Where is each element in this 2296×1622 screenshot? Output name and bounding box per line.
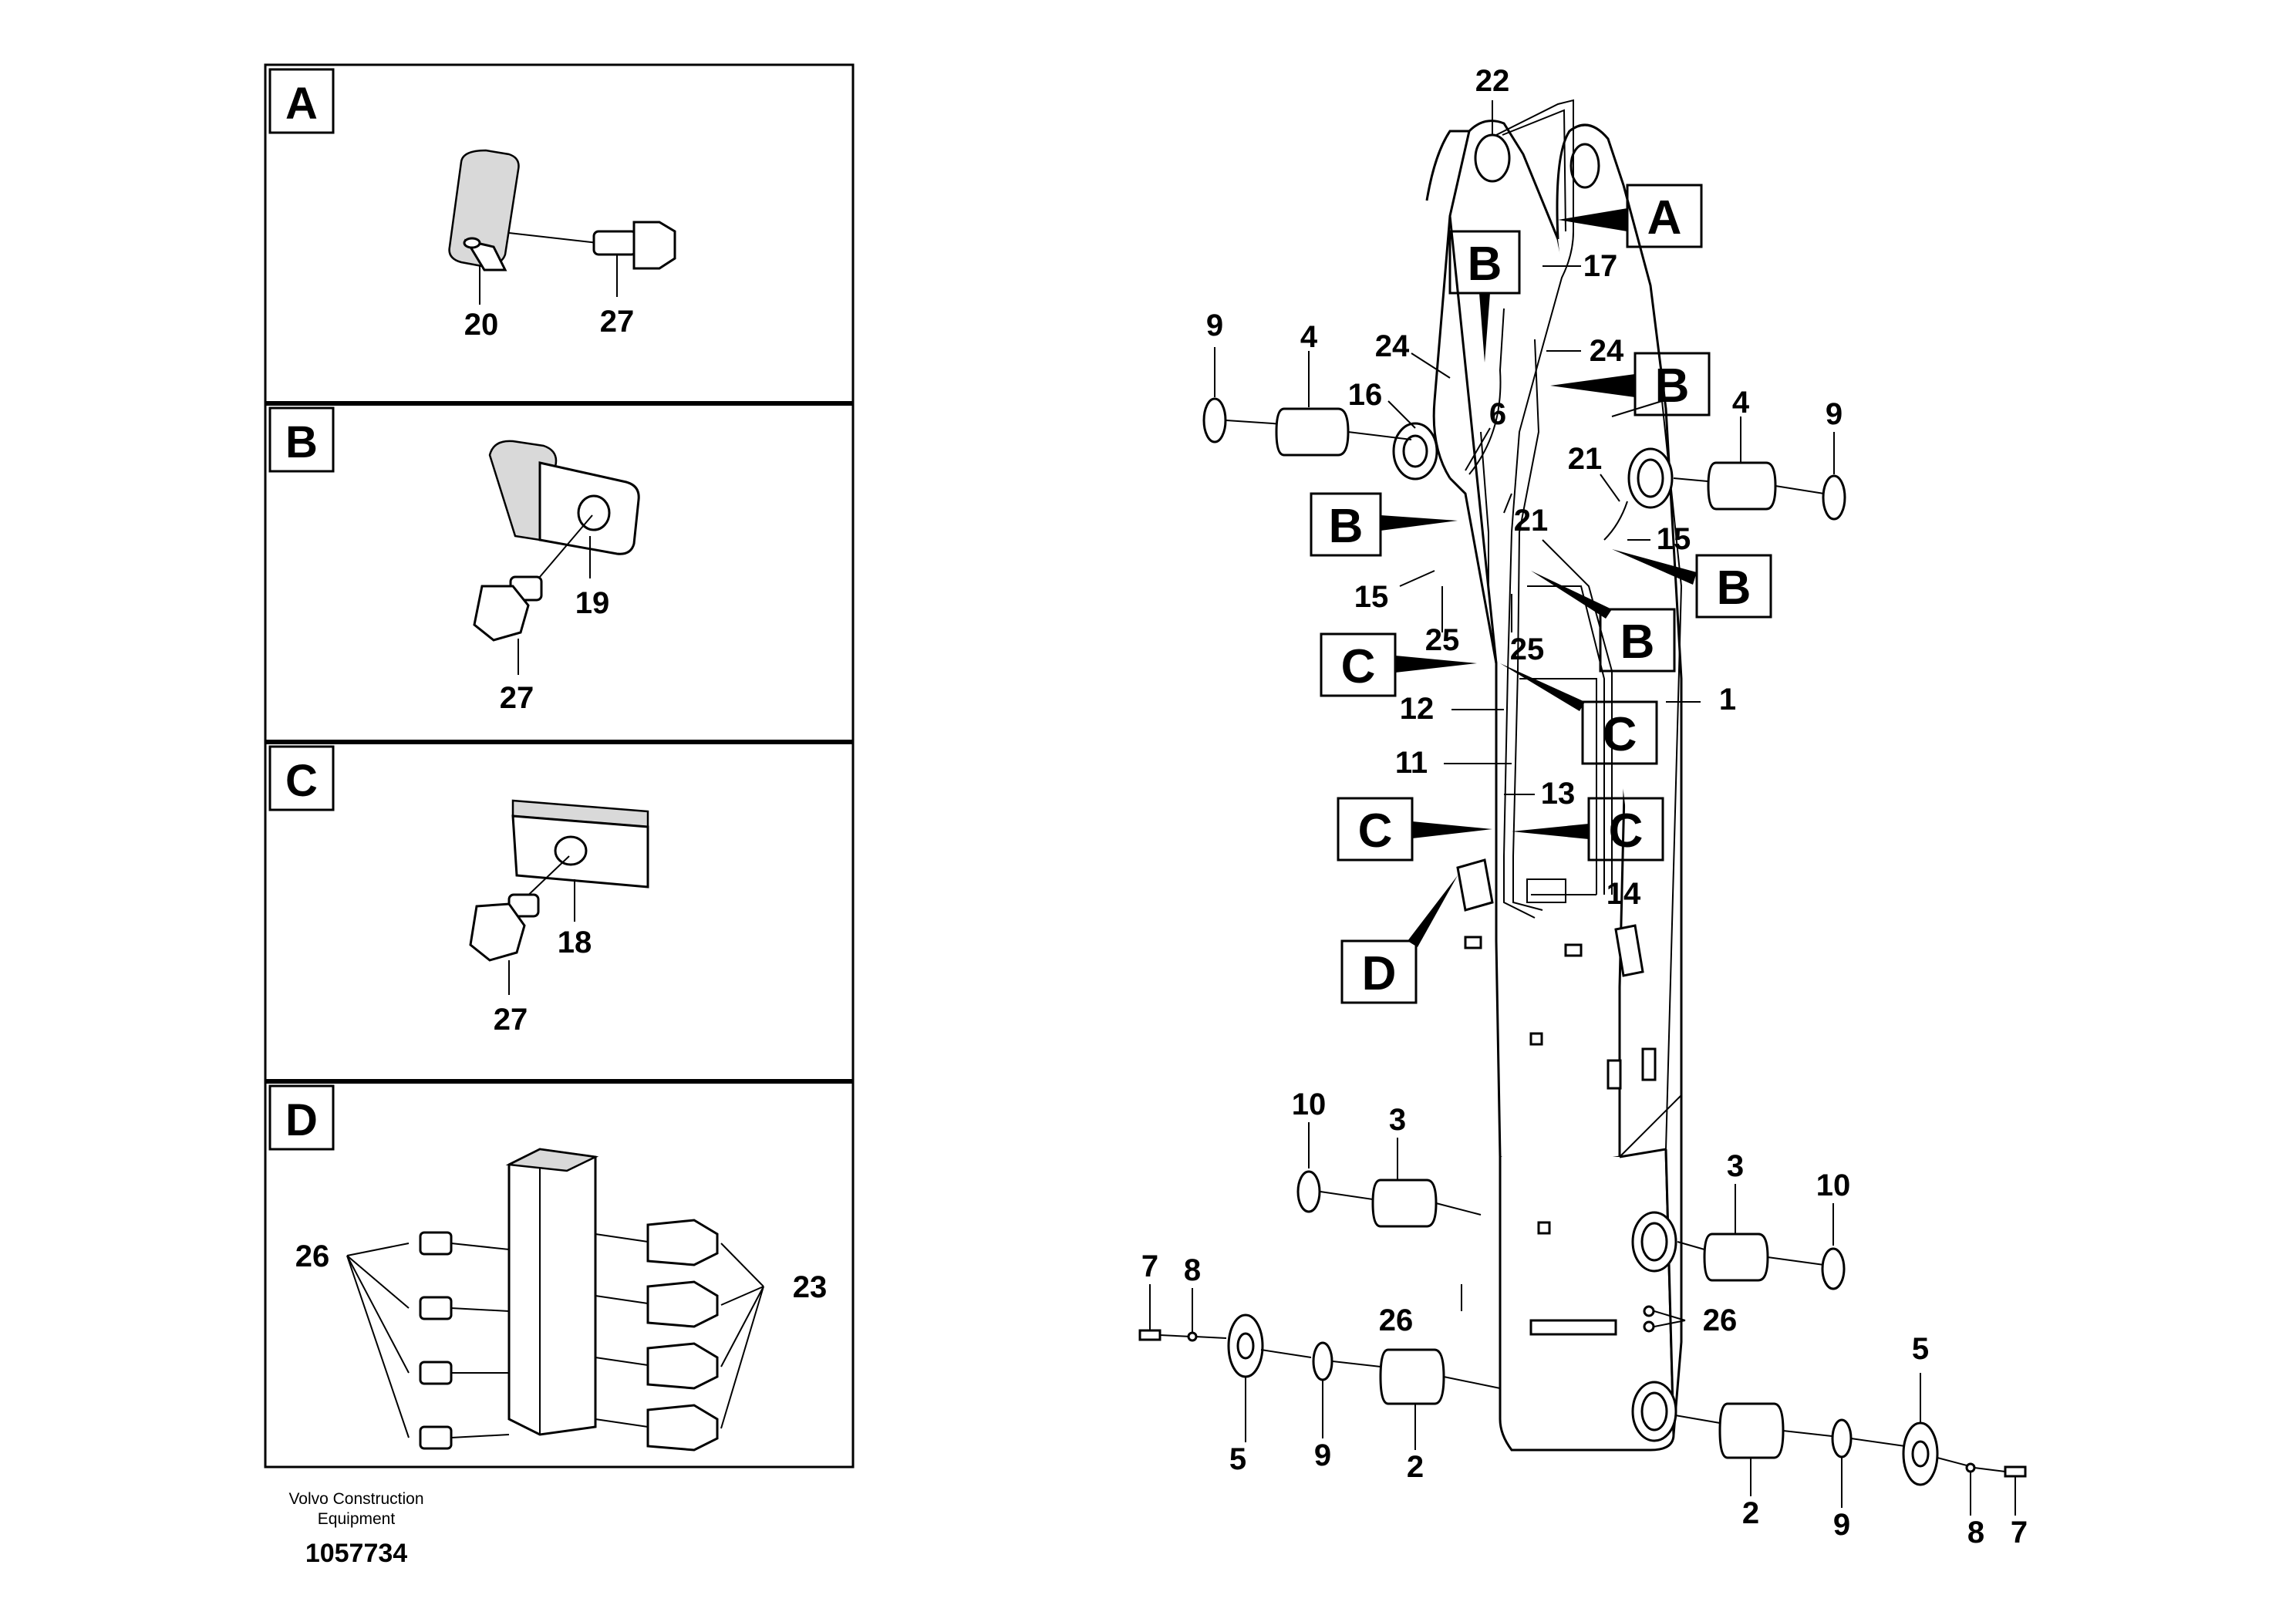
boom-body [1392, 120, 1683, 1452]
clamp-plate-part [511, 799, 649, 889]
callout-15: 15 [1657, 522, 1691, 556]
callout-7: 7 [1141, 1249, 1158, 1283]
panel-c: C 18 27 [268, 745, 649, 1037]
svg-text:C: C [1358, 804, 1393, 858]
callout-19: 19 [575, 586, 610, 620]
callout-10: 10 [1816, 1168, 1851, 1202]
callout-10: 10 [1292, 1088, 1327, 1121]
callout-6: 6 [1489, 397, 1506, 431]
callout-24: 24 [1590, 334, 1624, 368]
callout-17: 17 [1583, 249, 1618, 283]
ref-box-b-mid: B [1531, 571, 1676, 673]
callout-9: 9 [1833, 1508, 1850, 1542]
callout-21: 21 [1514, 504, 1549, 538]
ref-box-b-right-top: B [1550, 352, 1711, 416]
svg-text:C: C [1609, 804, 1644, 858]
callout-26: 26 [1703, 1303, 1738, 1337]
svg-text:A: A [1647, 191, 1682, 244]
drawing-number: 1057734 [305, 1539, 407, 1568]
panel-b-letter: B [285, 417, 318, 467]
p-clip-part [488, 440, 640, 555]
ref-boxes: A B B B B [1310, 184, 1772, 1004]
ref-box-b-left: B [1310, 492, 1458, 557]
svg-text:C: C [1603, 708, 1637, 761]
callout-16: 16 [1348, 378, 1383, 412]
callout-8: 8 [1184, 1253, 1201, 1287]
clamp-part [448, 149, 520, 271]
panel-d: D [268, 1084, 828, 1452]
boom-drawing: A B B B B [1138, 64, 2028, 1549]
junction-block-part [505, 1148, 599, 1436]
callout-27: 27 [500, 681, 534, 715]
svg-text:D: D [1362, 947, 1397, 1000]
callout-12: 12 [1400, 692, 1435, 726]
callout-5: 5 [1229, 1442, 1246, 1476]
callout-5: 5 [1912, 1332, 1929, 1366]
callout-26: 26 [1379, 1303, 1414, 1337]
callout-25: 25 [1425, 623, 1460, 657]
callout-3: 3 [1727, 1149, 1744, 1183]
ref-box-b-right: B [1612, 549, 1772, 619]
callout-1: 1 [1719, 683, 1736, 717]
footer: Volvo Construction Equipment 1057734 [288, 1490, 423, 1568]
panel-c-letter: C [285, 756, 318, 806]
panel-b: B 19 27 [268, 406, 640, 715]
callout-23: 23 [793, 1270, 828, 1304]
bolt-part [592, 221, 676, 270]
callout-26: 26 [295, 1239, 330, 1273]
nipples-left [419, 1231, 510, 1450]
panel-d-letter: D [285, 1095, 318, 1145]
svg-text:B: B [1329, 500, 1364, 553]
callout-2: 2 [1742, 1496, 1759, 1530]
svg-text:B: B [1620, 615, 1655, 669]
callout-8: 8 [1967, 1516, 1984, 1549]
callout-27: 27 [494, 1003, 528, 1037]
callout-20: 20 [464, 308, 499, 342]
ref-box-c-right-top: C [1500, 663, 1658, 765]
ref-box-c-left-bottom: C [1337, 797, 1492, 862]
ref-box-d: D [1340, 875, 1458, 1004]
svg-text:C: C [1341, 640, 1376, 693]
callout-3: 3 [1389, 1103, 1406, 1137]
callout-9: 9 [1826, 397, 1843, 431]
ref-box-a: A [1558, 184, 1703, 248]
panel-a-letter: A [285, 79, 318, 129]
callout-22: 22 [1475, 64, 1510, 98]
leader-lines [1149, 100, 2016, 1516]
callout-9: 9 [1314, 1438, 1331, 1472]
panel-a: A 20 27 [268, 68, 676, 342]
callout-15: 15 [1354, 580, 1389, 614]
callout-21: 21 [1568, 442, 1603, 476]
detail-panels: A 20 27 B [264, 63, 855, 1469]
svg-text:B: B [1655, 359, 1690, 413]
maker-line-2: Equipment [318, 1510, 396, 1528]
ref-box-c-left-top: C [1320, 632, 1477, 697]
ref-box-b-top: B [1448, 230, 1521, 363]
callout-14: 14 [1607, 877, 1641, 911]
callout-9: 9 [1206, 309, 1223, 342]
svg-text:B: B [1468, 238, 1502, 291]
bolt-part [469, 893, 540, 962]
callout-18: 18 [558, 926, 592, 959]
callout-7: 7 [2011, 1516, 2028, 1549]
callout-25: 25 [1510, 632, 1545, 666]
maker-line-1: Volvo Construction [288, 1490, 423, 1508]
ref-box-c-right-bottom: C [1512, 797, 1664, 862]
callout-4: 4 [1300, 320, 1318, 354]
callout-24: 24 [1375, 329, 1410, 363]
adapters-right [595, 1219, 719, 1452]
callout-27: 27 [600, 305, 635, 339]
panels-frame [264, 63, 855, 1469]
svg-text:B: B [1717, 561, 1752, 615]
bolt-part [473, 575, 543, 642]
callout-4: 4 [1732, 386, 1750, 420]
callout-11: 11 [1395, 746, 1428, 780]
callout-13: 13 [1541, 777, 1576, 811]
callout-numbers: 22 17 24 24 9 4 16 6 4 9 21 21 15 15 25 … [1141, 64, 2028, 1549]
callout-2: 2 [1407, 1450, 1424, 1484]
